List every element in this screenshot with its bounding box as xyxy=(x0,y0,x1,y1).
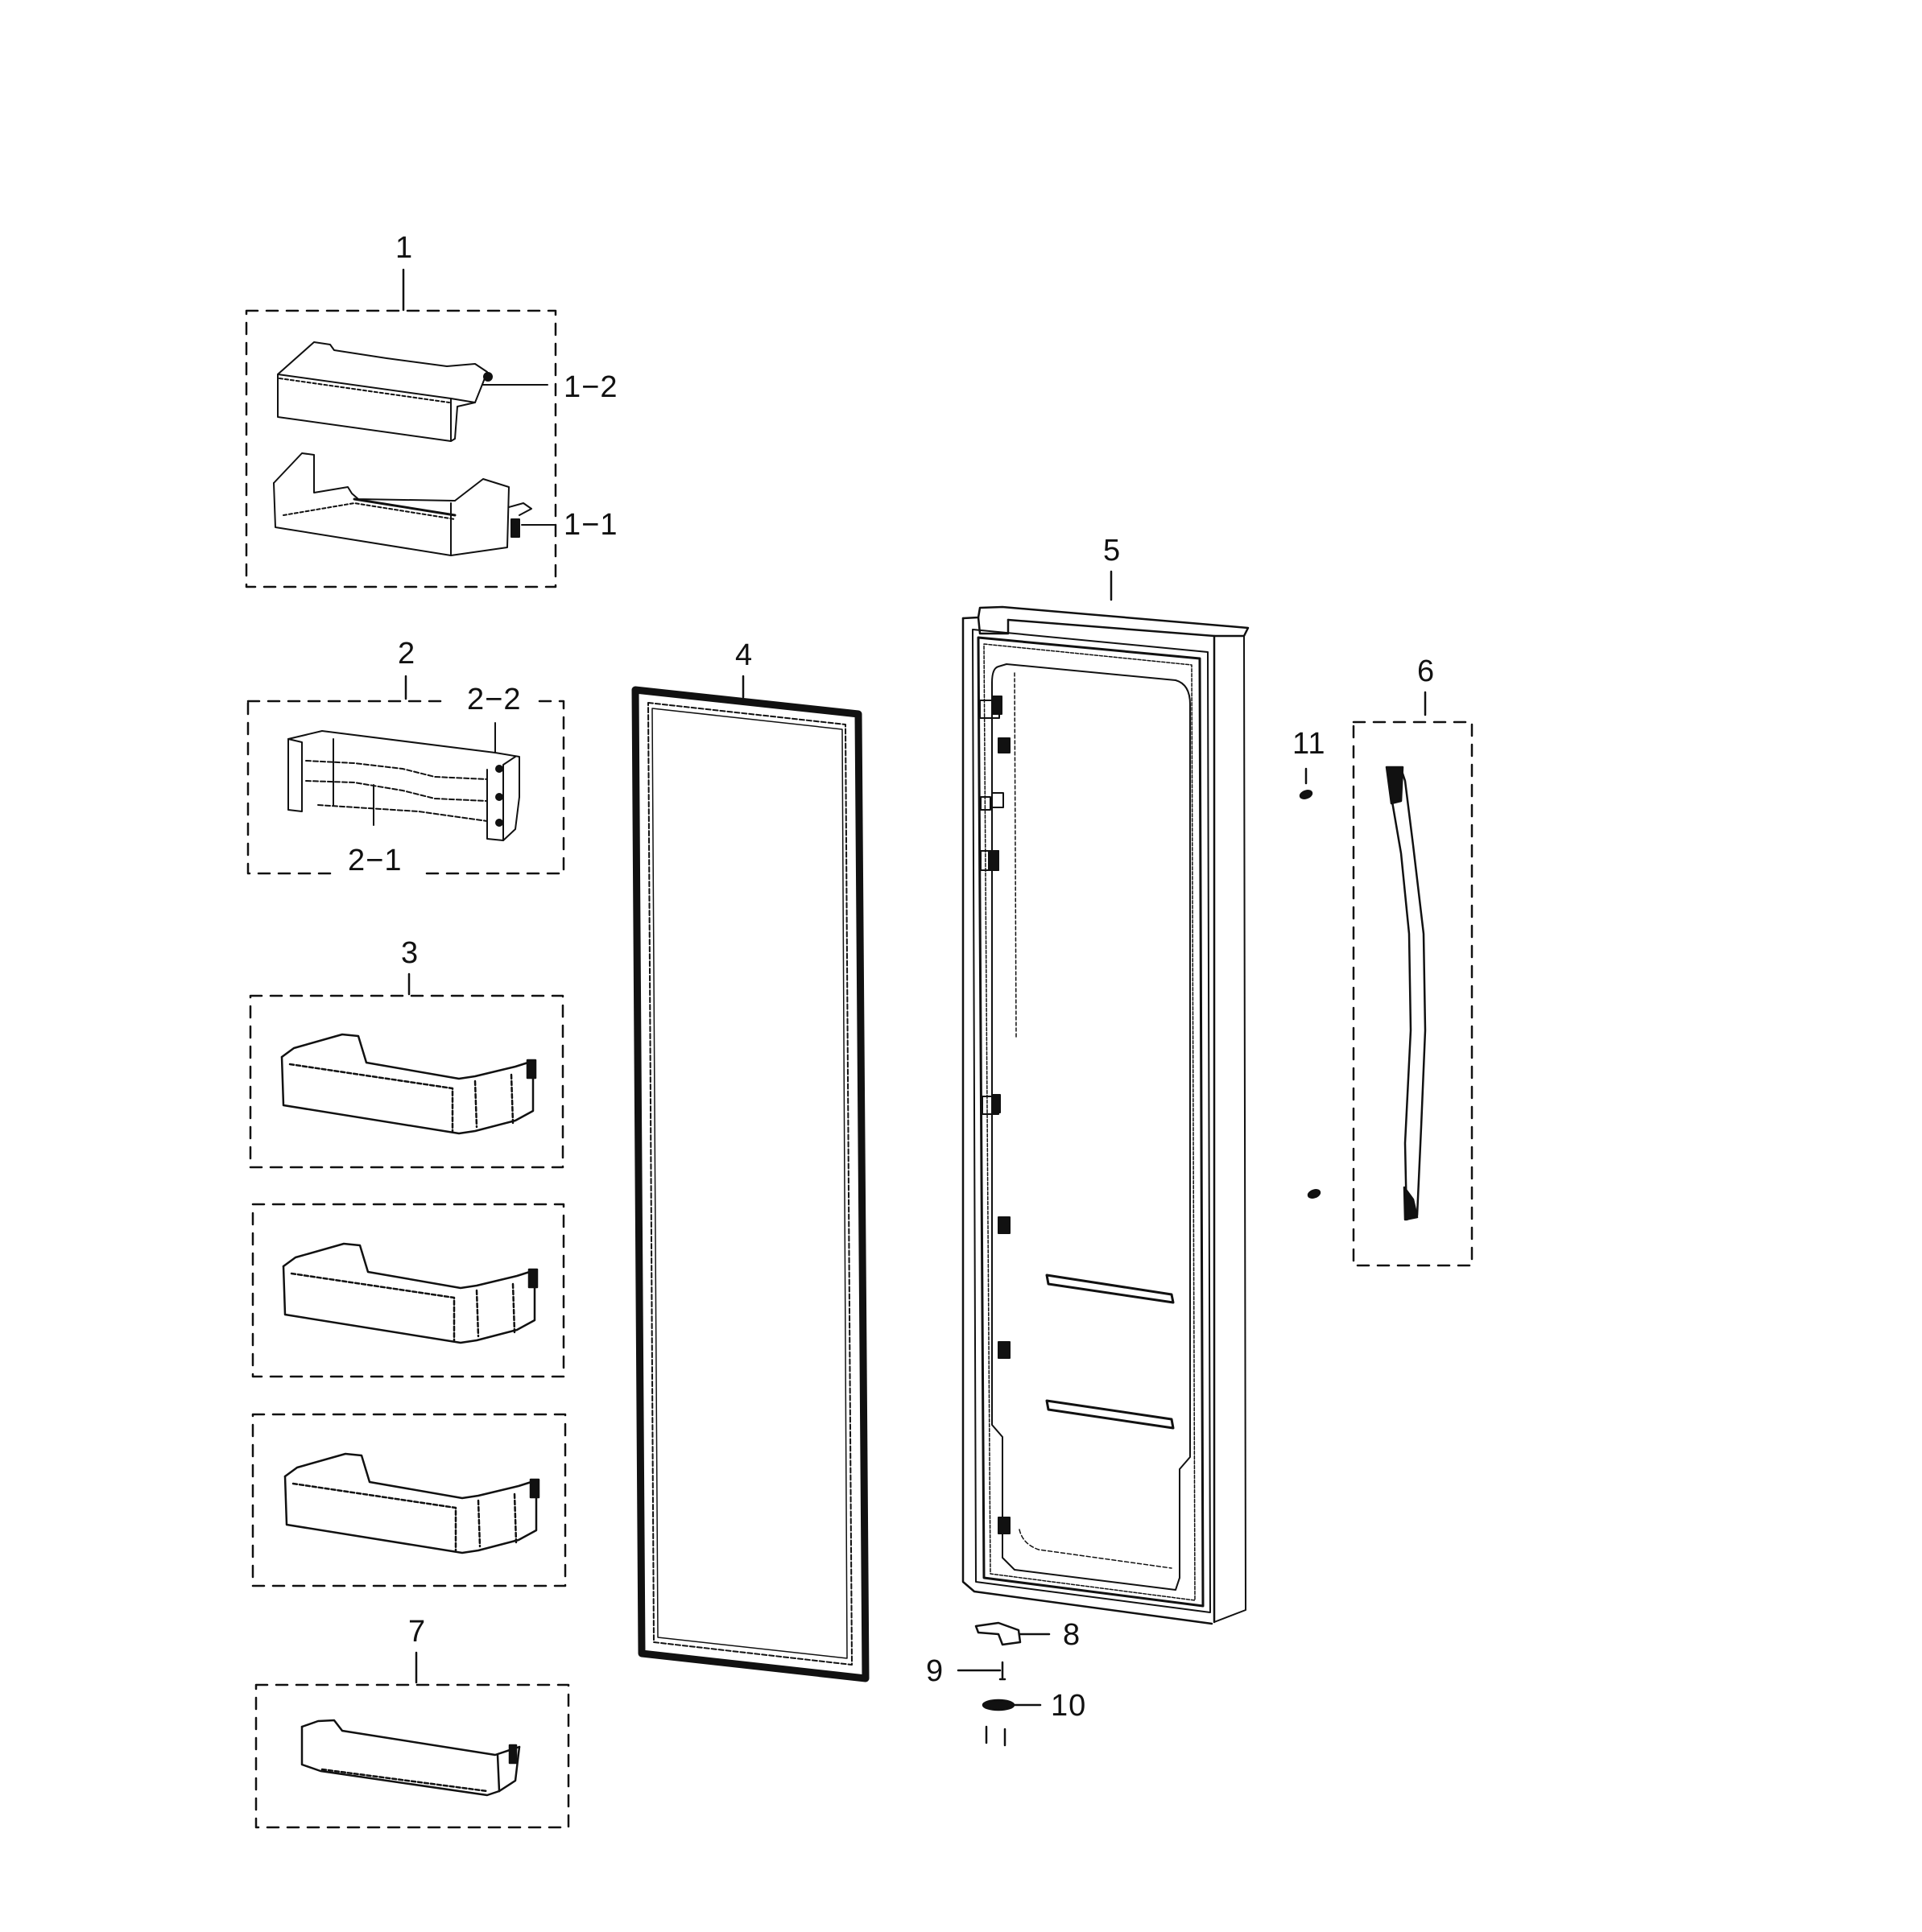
handle-mount-screws[interactable] xyxy=(1299,767,1321,1199)
group-6-box xyxy=(1352,720,1474,1267)
callout-6: 6 xyxy=(1417,654,1436,688)
callout-9: 9 xyxy=(926,1654,944,1688)
door-bin-icon xyxy=(280,1033,537,1135)
callout-2: 2 xyxy=(398,637,416,671)
callout-1-2: 1−2 xyxy=(564,370,618,404)
callout-1-1: 1−1 xyxy=(564,508,618,542)
group-7-box xyxy=(254,1683,570,1829)
callout-11: 11 xyxy=(1292,727,1326,761)
hinge-cap-icon xyxy=(982,1699,1015,1711)
door-handle[interactable] xyxy=(1352,691,1474,1267)
group-2-door-guard[interactable] xyxy=(246,675,565,875)
screw-icon xyxy=(985,1725,1006,1747)
group-2-box xyxy=(246,700,565,875)
screw-icon xyxy=(1299,790,1313,799)
dairy-cover-icon xyxy=(277,341,493,442)
callout-2-2: 2−2 xyxy=(467,683,522,716)
shelf-rail-icon xyxy=(1045,1274,1175,1430)
callout-3: 3 xyxy=(401,936,420,970)
callout-1: 1 xyxy=(395,231,414,265)
callout-4: 4 xyxy=(735,638,754,672)
screw-part-9[interactable] xyxy=(957,1661,1006,1681)
group-1-box xyxy=(245,309,557,588)
door-bin-icon xyxy=(282,1242,539,1344)
callout-8: 8 xyxy=(1063,1618,1081,1652)
gasket-outer-icon xyxy=(631,686,870,1682)
lower-door-bin-icon xyxy=(300,1719,521,1797)
hinge-cap[interactable] xyxy=(982,1699,1042,1747)
callout-5: 5 xyxy=(1103,534,1122,568)
door-assembly[interactable] xyxy=(961,570,1250,1625)
callout-10: 10 xyxy=(1051,1689,1087,1723)
hinge-bracket-icon xyxy=(974,1621,1022,1646)
callout-7: 7 xyxy=(408,1615,427,1649)
callout-2-1: 2−1 xyxy=(348,844,403,877)
door-guard-icon xyxy=(287,730,520,841)
screw-icon xyxy=(1307,1189,1321,1199)
group-1-dairy-compartment[interactable] xyxy=(245,268,557,588)
group-3-door-bins[interactable] xyxy=(249,972,567,1587)
group-7-lower-bin[interactable] xyxy=(254,1651,570,1829)
hinge-bracket[interactable] xyxy=(974,1621,1051,1646)
door-clip-icon xyxy=(979,696,1011,1534)
handle-icon xyxy=(1385,766,1427,1221)
door-gasket[interactable] xyxy=(631,675,870,1682)
gasket-inner-icon xyxy=(647,702,853,1666)
door-body-icon xyxy=(961,605,1250,1625)
screw-icon xyxy=(998,1661,1006,1681)
dairy-guard-base-icon xyxy=(273,452,532,556)
door-bin-icon xyxy=(283,1452,540,1554)
